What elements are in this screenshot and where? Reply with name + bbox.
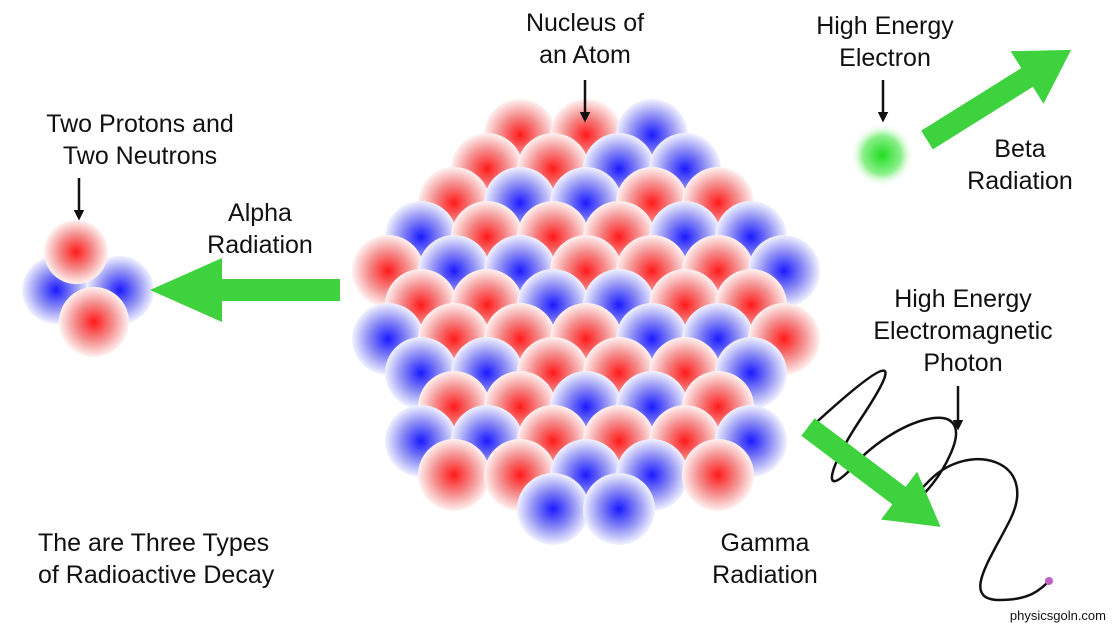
gamma-photon-wave: [807, 369, 1051, 602]
gamma-radiation-arrow: [801, 418, 941, 527]
proton-ball: [44, 220, 108, 284]
atom-nucleus: [352, 99, 820, 545]
photon-end-dot: [1045, 577, 1053, 585]
neutron-ball: [583, 473, 655, 545]
alpha-particle: [22, 220, 154, 357]
beta-radiation-arrow: [921, 49, 1072, 150]
watermark: physicsgoln.com: [1005, 607, 1110, 624]
alpha-radiation-arrow: [150, 258, 340, 322]
neutron-ball: [517, 473, 589, 545]
proton-ball: [59, 287, 129, 357]
proton-ball: [682, 439, 754, 511]
high-energy-electron: [850, 123, 914, 187]
proton-ball: [418, 439, 490, 511]
